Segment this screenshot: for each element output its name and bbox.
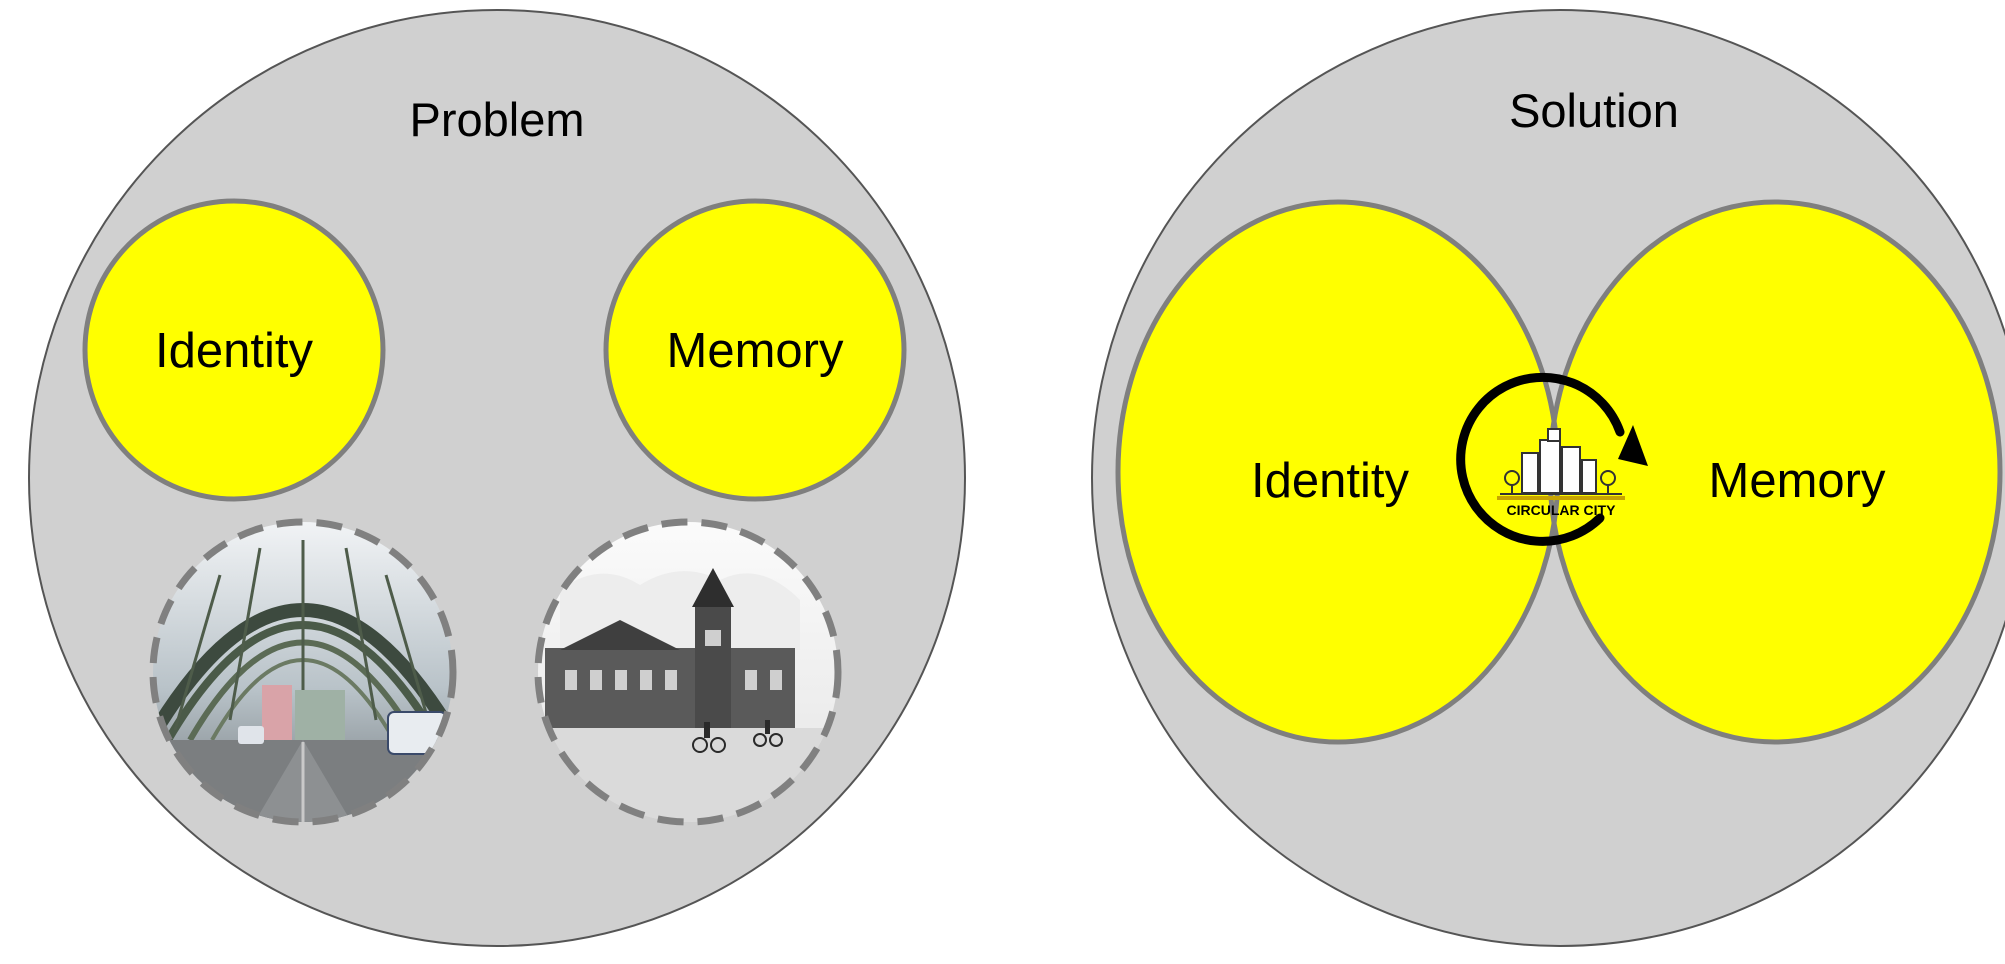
solution-identity-label: Identity: [1251, 454, 1409, 508]
problem-memory-label: Memory: [667, 324, 844, 378]
solution-panel: Solution Identity Memory: [1091, 9, 2005, 947]
modern-station-photo: [149, 518, 457, 826]
problem-panel: Problem Identity Memory: [28, 9, 966, 947]
circular-city-logo-text: CIRCULAR CITY: [1507, 502, 1617, 518]
problem-identity-circle: Identity: [82, 198, 386, 502]
solution-memory-label: Memory: [1709, 454, 1886, 508]
solution-identity-circle: [1118, 202, 1558, 742]
solution-memory-circle: [1550, 202, 2000, 742]
problem-memory-circle: Memory: [603, 198, 907, 502]
problem-title: Problem: [409, 93, 584, 146]
historic-station-photo: [534, 518, 842, 826]
solution-title: Solution: [1509, 84, 1679, 137]
solution-venn: [1115, 199, 2003, 745]
circular-city-logo-icon: CIRCULAR CITY: [1456, 372, 1648, 546]
problem-identity-label: Identity: [155, 324, 313, 378]
